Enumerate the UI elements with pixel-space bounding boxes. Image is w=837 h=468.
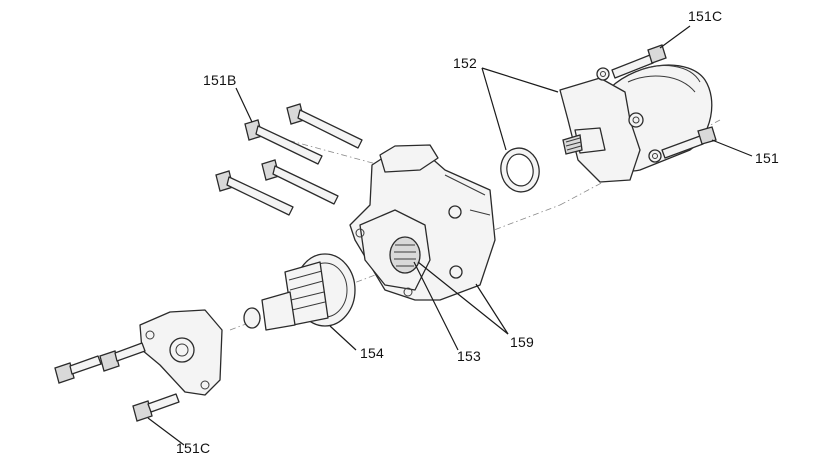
cover-bolt-1: [54, 355, 102, 384]
starter-motor: [559, 64, 713, 183]
gear-housing: [349, 144, 496, 301]
end-cover: [139, 309, 223, 396]
callout-152: 152: [453, 55, 477, 71]
callout-159: 159: [510, 334, 534, 350]
bolt-151b-3: [215, 170, 294, 216]
callout-151: 151: [755, 150, 779, 166]
gear-assembly: [243, 253, 356, 331]
callout-153: 153: [457, 348, 481, 364]
bolt-151b-4: [261, 159, 339, 205]
callout-154: 154: [360, 345, 384, 361]
leader-lines: [147, 25, 753, 446]
bolt-151c-bottom: [132, 393, 180, 422]
callout-151c-top: 151C: [688, 8, 723, 24]
bolts-151b: [215, 103, 363, 216]
bolt-151b-2: [286, 103, 363, 149]
o-ring: [500, 147, 540, 193]
bolt-151c-top: [611, 44, 667, 79]
callout-151c-bottom: 151C: [176, 440, 211, 456]
bolt-151b-1: [244, 119, 323, 165]
callout-151b: 151B: [203, 72, 237, 88]
cover-bolt-2: [99, 342, 146, 372]
bolt-151: [661, 126, 717, 159]
